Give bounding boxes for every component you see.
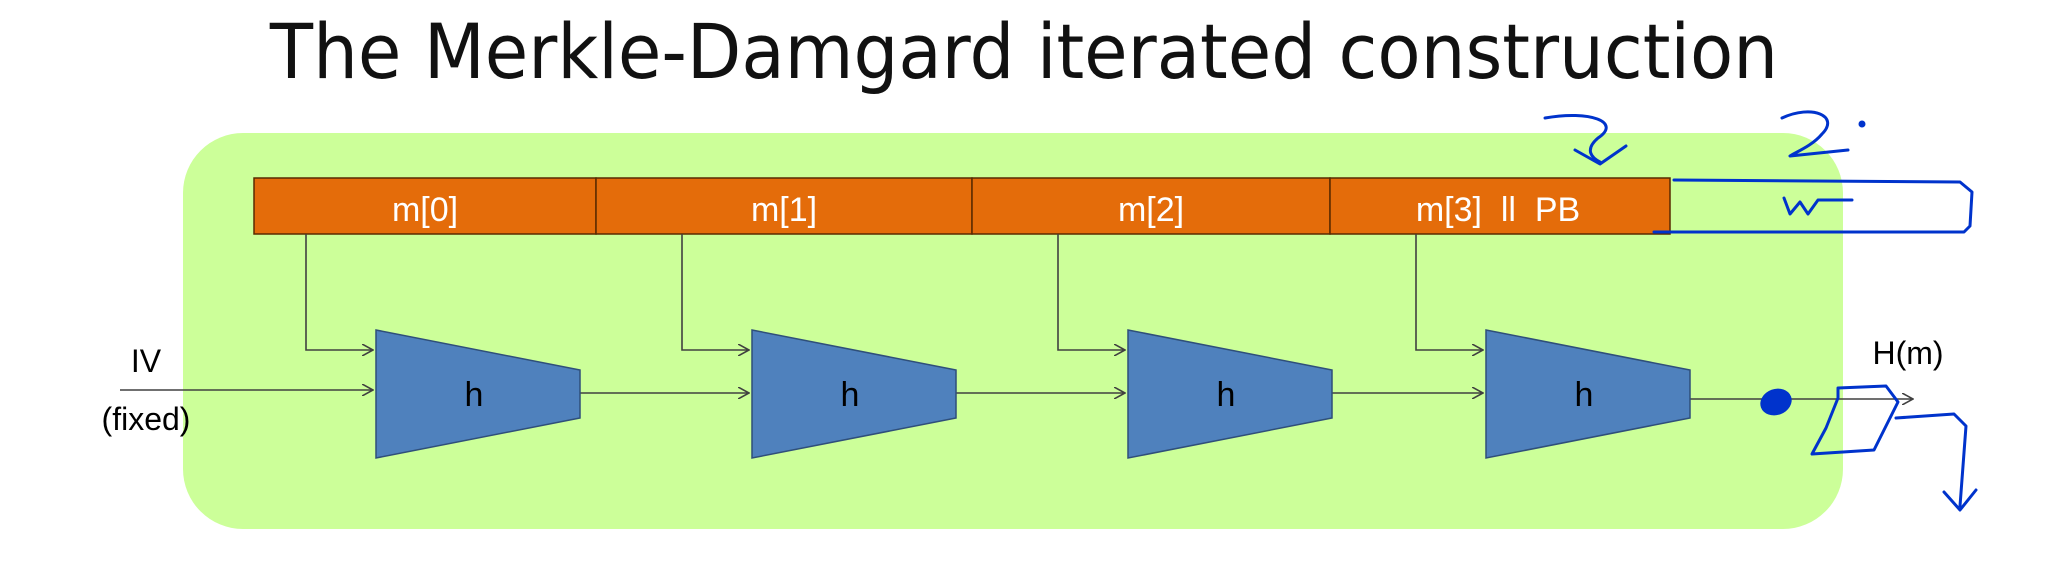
slide-title: The Merkle-Damgard iterated construction [269, 7, 1779, 96]
feed-arrow-2 [1057, 234, 1124, 350]
ink-output-box [1810, 384, 1900, 456]
compression-function-3-label: h [1575, 376, 1594, 414]
output-label: H(m) [1872, 335, 1943, 371]
ink-arrowhead [1573, 144, 1628, 166]
compression-function-1 [751, 329, 957, 459]
ink-dot-filled [1760, 388, 1792, 416]
message-block-0-label: m[0] [392, 191, 458, 229]
ink-dot [1858, 120, 1866, 128]
iv-note: (fixed) [102, 401, 191, 437]
compression-function-3 [1485, 329, 1691, 459]
handwritten-annotations [1543, 110, 1978, 512]
message-block-1-label: m[1] [751, 191, 817, 229]
iv-label: IV [131, 343, 162, 379]
message-block-2-label: m[2] [1118, 191, 1184, 229]
message-block-2 [971, 177, 1331, 235]
ink-arrow-stroke [1543, 114, 1608, 164]
feed-arrow-0 [305, 234, 372, 350]
feed-arrow-1 [681, 234, 748, 350]
message-block-3 [1329, 177, 1671, 235]
ink-padding-block [1652, 178, 1974, 234]
compression-function-1-label: h [841, 376, 860, 414]
message-block-0 [253, 177, 597, 235]
compression-functions: h h h h [375, 329, 1691, 459]
ink-w [1782, 196, 1854, 216]
compression-function-0 [375, 329, 581, 459]
ink-two [1780, 110, 1850, 158]
compression-function-2 [1127, 329, 1333, 459]
feed-arrow-3 [1415, 234, 1482, 350]
ink-down-stroke [1894, 412, 1968, 508]
compression-function-2-label: h [1217, 376, 1236, 414]
ink-down-arrowhead [1942, 488, 1978, 512]
compression-function-0-label: h [465, 376, 484, 414]
message-block-3-label: m[3] ll PB [1416, 191, 1580, 229]
message-bar: m[0] m[1] m[2] m[3] ll PB [253, 177, 1671, 235]
